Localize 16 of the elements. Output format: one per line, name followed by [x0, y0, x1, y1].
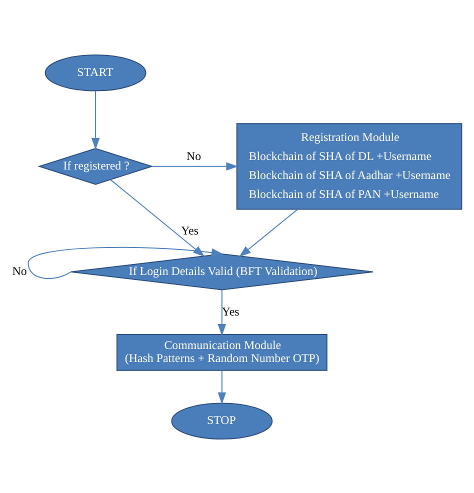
- edge-label: Yes: [181, 223, 198, 238]
- arrow: [110, 178, 205, 256]
- node-ellipse: START: [44, 54, 146, 91]
- arrow: [28, 246, 224, 278]
- arrow: [218, 288, 226, 336]
- edge-label: No: [12, 263, 27, 278]
- arrow: [91, 90, 100, 150]
- node-box: Communication Module (Hash Patterns + Random Number OTP): [116, 334, 328, 370]
- arrow: [238, 208, 298, 257]
- node-ellipse: STOP: [171, 402, 273, 440]
- node-diamond: If Login Details Valid (BFT Validation): [70, 252, 374, 290]
- node-diamond: If registered ?: [38, 147, 154, 184]
- arrow: [151, 162, 238, 170]
- node-box: Registration Module Blockchain of SHA of DL +Username Blockchain of SHA of Aadhar +Username Blockchain of SHA of PAN +Username: [236, 122, 462, 210]
- arrow: [218, 370, 226, 404]
- edge-label: No: [186, 148, 202, 163]
